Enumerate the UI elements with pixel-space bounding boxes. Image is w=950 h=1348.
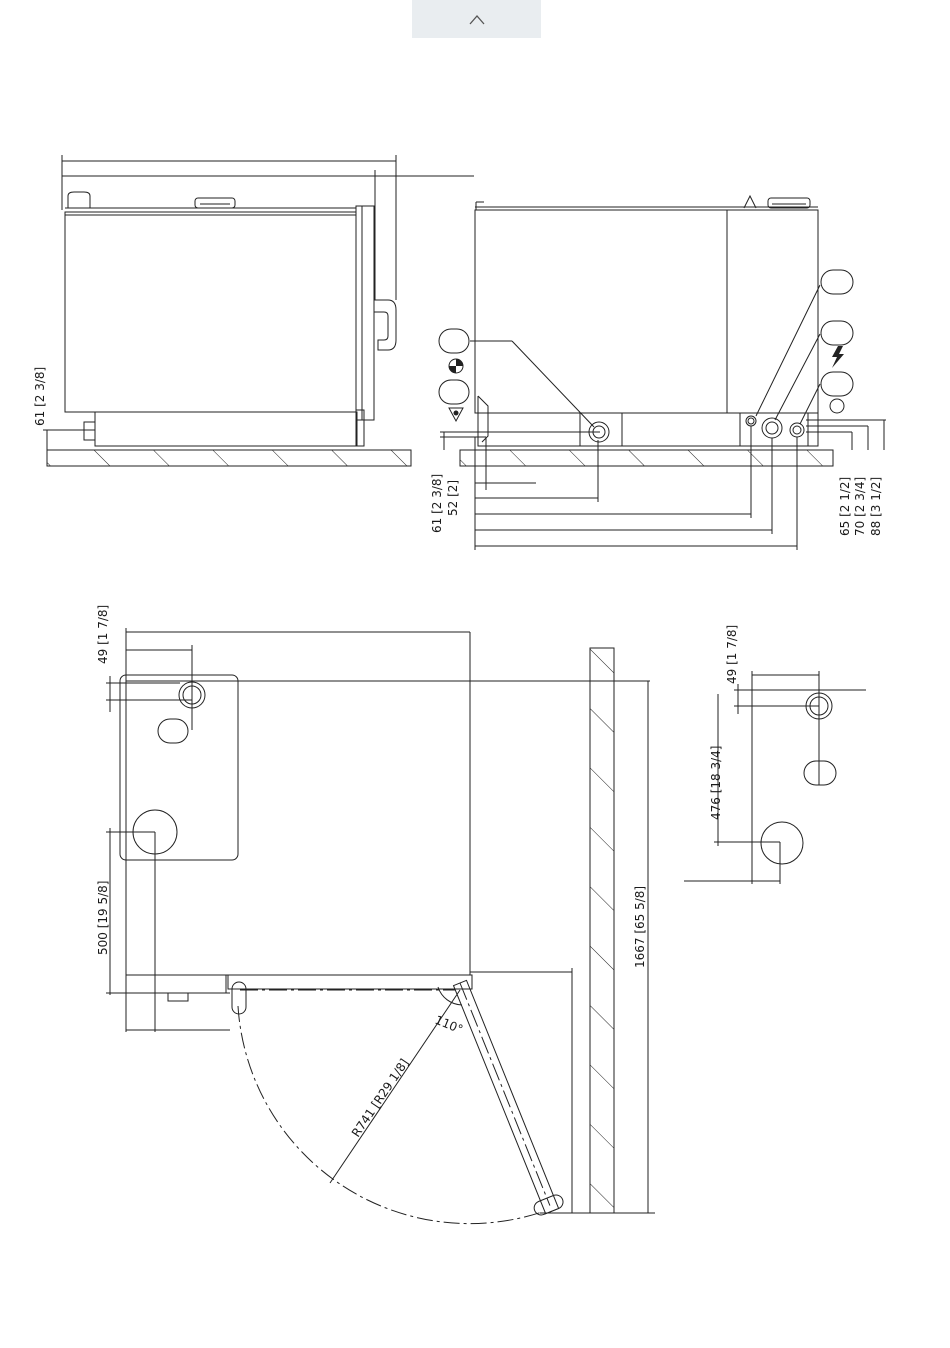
dim-label-detail-49: 49 [1 7/8] (725, 625, 739, 684)
dim-label-top-49: 49 [1 7/8] (96, 605, 110, 664)
dim-label-rear-70: 70 [2 3/4] (853, 477, 867, 536)
electric-lightning-icon (832, 346, 844, 368)
drain-icon (449, 359, 463, 373)
dim-label-top-500: 500 [19 5/8] (96, 881, 110, 955)
dim-label-rear-65: 65 [2 1/2] (838, 477, 852, 536)
water-inlet-icon (449, 408, 463, 421)
dim-label-rear-88: 88 [3 1/2] (869, 477, 883, 536)
dim-label-top-radius: R741 [R29 1/8] (349, 1056, 412, 1139)
dim-label-rear-52: 52 [2] (446, 480, 460, 516)
dim-label-detail-476: 476 [18 3/4] (709, 746, 723, 820)
rear-view (439, 196, 886, 550)
side-view (43, 155, 474, 466)
dim-label-top-1667: 1667 [65 5/8] (633, 886, 647, 968)
dim-label-rear-61: 61 [2 3/8] (430, 474, 444, 533)
top-view (106, 628, 655, 1224)
dim-label-side-height: 61 [2 3/8] (33, 367, 47, 426)
dim-label-top-angle: 110° (433, 1013, 465, 1037)
